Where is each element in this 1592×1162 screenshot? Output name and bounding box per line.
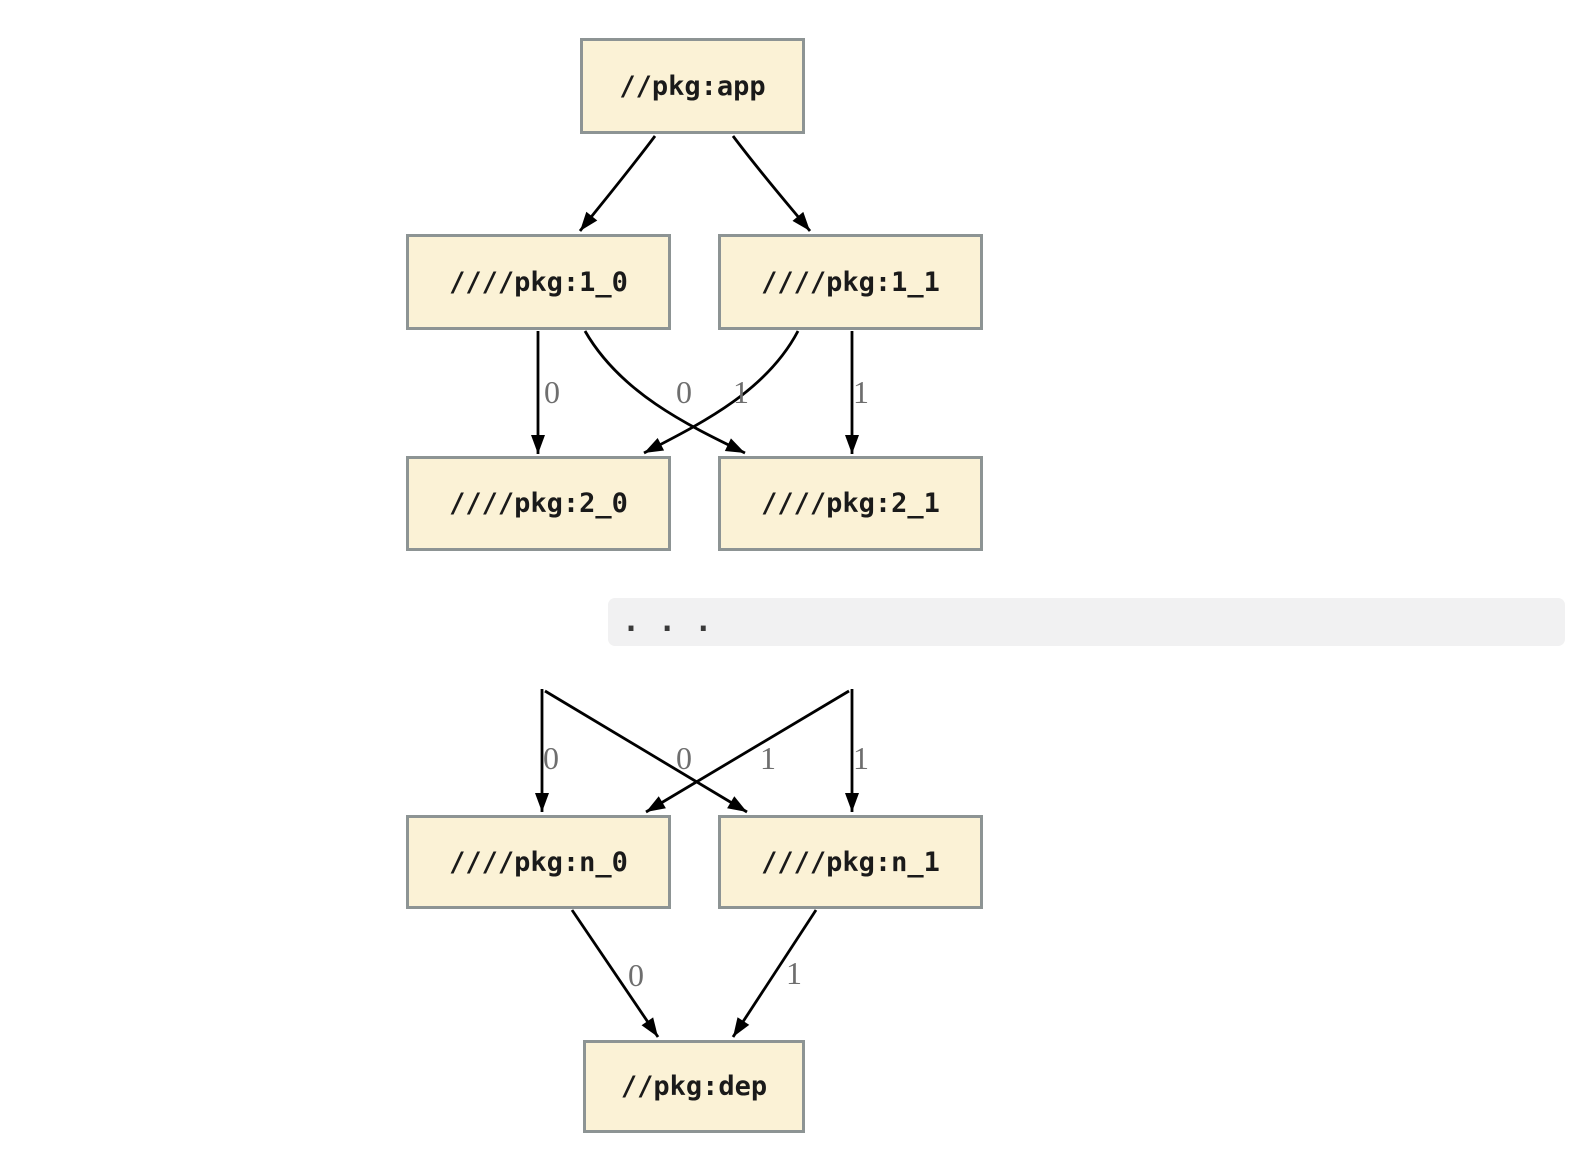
ellipsis-bar: . . .: [608, 598, 1565, 646]
edge-ellipsis-left-to-n_1: [544, 689, 748, 814]
node-pkg-2_1: ////pkg:2_1: [718, 456, 983, 551]
node-label: ////pkg:n_1: [761, 846, 940, 878]
edge-1_1-to-2_0: [643, 330, 800, 455]
node-label: ////pkg:n_0: [449, 846, 628, 878]
edge-label: 0: [543, 740, 559, 776]
node-label: ////pkg:2_0: [449, 488, 628, 519]
edge-label: 1: [733, 374, 749, 410]
node-pkg-2_0: ////pkg:2_0: [406, 456, 671, 551]
edge-label: 1: [786, 955, 802, 991]
edge-app-to-1_1: [731, 135, 812, 232]
node-pkg-dep: //pkg:dep: [583, 1040, 805, 1133]
node-pkg-app: //pkg:app: [580, 38, 805, 134]
node-label: ////pkg:1_0: [449, 266, 628, 298]
edge-label: 0: [676, 374, 692, 410]
edge-label: 1: [853, 374, 869, 410]
node-label: ////pkg:1_1: [761, 266, 940, 298]
edge-label: 0: [628, 957, 644, 993]
node-pkg-n_1: ////pkg:n_1: [718, 815, 983, 909]
ellipsis-dots: . . .: [622, 604, 713, 639]
edge-label: 0: [544, 374, 560, 410]
edge-app-to-1_0: [578, 135, 657, 232]
edge-n_0-to-dep: [570, 909, 660, 1038]
node-pkg-n_0: ////pkg:n_0: [406, 815, 671, 909]
node-label: //pkg:dep: [620, 1071, 768, 1102]
edge-label: 0: [676, 740, 692, 776]
node-pkg-1_1: ////pkg:1_1: [718, 234, 983, 330]
edge-ellipsis-right-to-n_0: [645, 689, 850, 814]
node-label: ////pkg:2_1: [761, 488, 940, 519]
node-pkg-1_0: ////pkg:1_0: [406, 234, 671, 330]
node-label: //pkg:app: [619, 70, 766, 102]
edge-label: 1: [760, 740, 776, 776]
edge-label: 1: [853, 740, 869, 776]
edge-1_0-to-2_1: [583, 330, 746, 455]
edge-n_1-to-dep: [731, 909, 818, 1038]
